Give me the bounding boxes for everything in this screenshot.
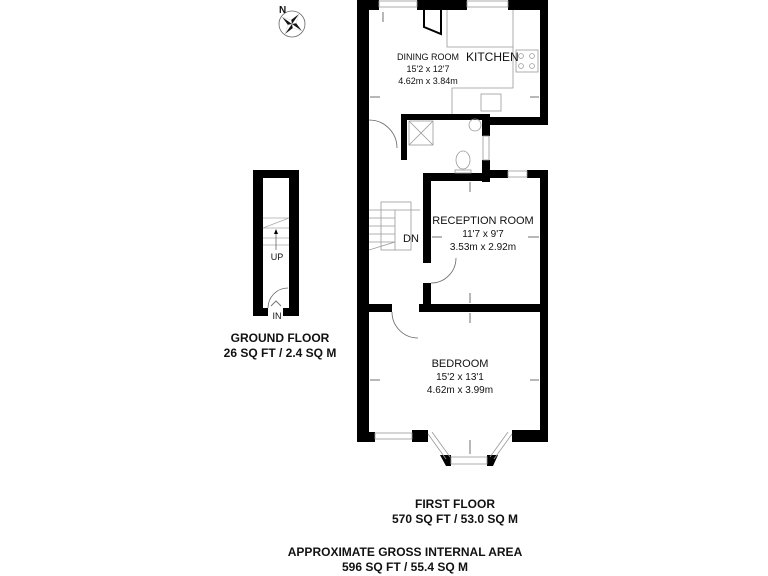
room-metric: 4.62m x 3.84m bbox=[398, 76, 458, 86]
total-area-title: APPROXIMATE GROSS INTERNAL AREA bbox=[287, 545, 523, 559]
room-name: RECEPTION ROOM bbox=[432, 215, 534, 227]
entrance-label: IN bbox=[272, 311, 282, 321]
room-dining-room: DINING ROOM 15'2 x 12'7 4.62m x 3.84m bbox=[388, 51, 468, 87]
ground-floor-plan bbox=[253, 170, 299, 316]
ground-floor-summary: GROUND FLOOR 26 SQ FT / 2.4 SQ M bbox=[215, 331, 345, 361]
room-metric: 3.53m x 2.92m bbox=[449, 242, 517, 253]
room-imperial: 15'2 x 12'7 bbox=[406, 64, 450, 74]
total-area-value: 596 SQ FT / 55.4 SQ M bbox=[341, 560, 469, 574]
room-metric: 4.62m x 3.99m bbox=[426, 385, 494, 396]
ground-stairs-label: UP bbox=[270, 252, 284, 262]
room-kitchen: KITCHEN bbox=[466, 50, 519, 64]
room-imperial: 11'7 x 9'7 bbox=[462, 229, 504, 240]
room-name: DINING ROOM bbox=[397, 52, 459, 62]
dimension-markers bbox=[370, 12, 539, 454]
first-stairs-label: DN bbox=[403, 233, 419, 245]
room-bedroom: BEDROOM 15'2 x 13'1 4.62m x 3.99m bbox=[412, 358, 508, 397]
total-area-summary: APPROXIMATE GROSS INTERNAL AREA 596 SQ F… bbox=[285, 545, 525, 575]
ground-floor-title: GROUND FLOOR bbox=[230, 331, 330, 345]
north-label: N bbox=[279, 5, 287, 16]
first-floor-area: 570 SQ FT / 53.0 SQ M bbox=[391, 512, 519, 526]
compass-rose-icon bbox=[278, 10, 306, 38]
ground-floor-area: 26 SQ FT / 2.4 SQ M bbox=[223, 346, 337, 360]
fixtures bbox=[368, 0, 539, 465]
room-reception-room: RECEPTION ROOM 11'7 x 9'7 3.53m x 2.92m bbox=[430, 215, 536, 254]
first-floor-plan bbox=[357, 0, 548, 466]
room-name: BEDROOM bbox=[431, 358, 489, 370]
first-floor-title: FIRST FLOOR bbox=[415, 497, 495, 511]
first-floor-summary: FIRST FLOOR 570 SQ FT / 53.0 SQ M bbox=[385, 497, 525, 527]
room-imperial: 15'2 x 13'1 bbox=[436, 372, 484, 383]
